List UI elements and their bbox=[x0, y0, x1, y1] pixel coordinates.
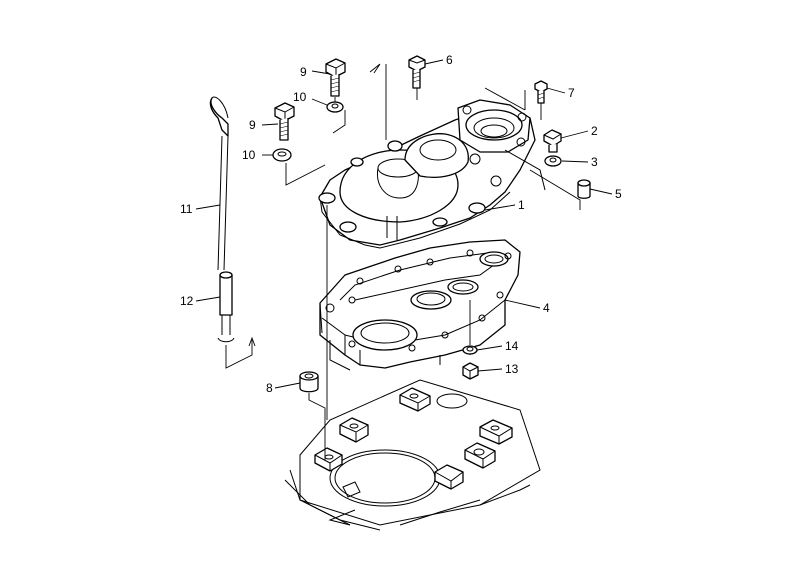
callout-7: 7 bbox=[568, 86, 575, 100]
assembly-lines bbox=[225, 63, 581, 460]
bolt-part-9-upper bbox=[325, 58, 346, 97]
callout-11: 11 bbox=[180, 202, 193, 216]
callout-12: 12 bbox=[180, 294, 194, 308]
callout-3: 3 bbox=[591, 155, 598, 169]
bolt-part-6 bbox=[408, 55, 426, 89]
lower-housing-part-4 bbox=[319, 239, 521, 371]
bolt-part-7 bbox=[534, 80, 548, 104]
leader-lines bbox=[195, 59, 613, 389]
callout-6: 6 bbox=[446, 53, 453, 67]
washer-part-3 bbox=[544, 155, 562, 167]
callout-numbers: 9 10 9 10 6 7 2 3 5 1 4 14 13 8 11 12 bbox=[180, 53, 622, 395]
plug-part-2 bbox=[543, 129, 562, 153]
washer-part-14 bbox=[462, 345, 478, 355]
washer-part-10-lower bbox=[272, 148, 292, 162]
block-pad bbox=[314, 447, 343, 472]
bushing-part-8 bbox=[299, 371, 319, 393]
upper-cover-part-1 bbox=[318, 99, 546, 249]
callout-9-upper: 9 bbox=[300, 65, 307, 79]
dowel-part-5 bbox=[577, 179, 591, 199]
callout-8: 8 bbox=[266, 381, 273, 395]
block-pad bbox=[464, 442, 496, 469]
block-pad bbox=[434, 464, 464, 490]
block-pad bbox=[339, 417, 369, 443]
callout-13: 13 bbox=[505, 362, 519, 376]
callout-2: 2 bbox=[591, 124, 598, 138]
callout-4: 4 bbox=[543, 301, 550, 315]
washer-part-10-upper bbox=[326, 101, 344, 113]
callout-10-upper: 10 bbox=[293, 90, 307, 104]
callout-5: 5 bbox=[615, 187, 622, 201]
plug-part-13 bbox=[462, 362, 479, 380]
block-pad bbox=[399, 387, 431, 412]
callout-10-lower: 10 bbox=[242, 148, 256, 162]
callout-1: 1 bbox=[518, 198, 525, 212]
block-pad bbox=[479, 419, 513, 445]
callout-9-lower: 9 bbox=[249, 118, 256, 132]
dipstick-part-11 bbox=[209, 96, 229, 271]
engine-block-base bbox=[284, 379, 541, 531]
callout-14: 14 bbox=[505, 339, 519, 353]
bolt-part-9-lower bbox=[274, 102, 295, 141]
dipstick-tube-part-12 bbox=[217, 271, 235, 343]
